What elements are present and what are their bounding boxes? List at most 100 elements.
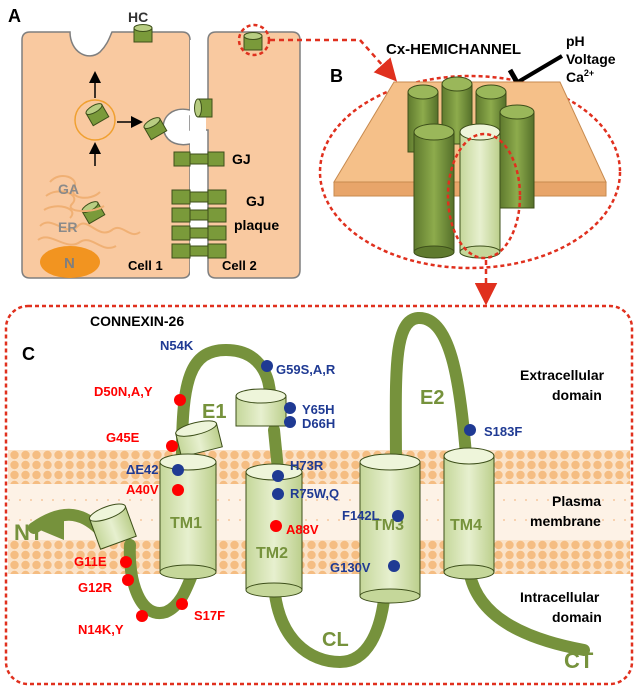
svg-text:R75W,Q: R75W,Q <box>290 486 339 501</box>
vesicle <box>74 99 116 141</box>
endoplasmic-reticulum <box>37 221 141 249</box>
panel-c-letter: C <box>22 344 35 364</box>
mutation-s17f: S17F <box>176 598 225 623</box>
connexon-vesicle <box>85 103 110 127</box>
mutation-a40v: A40V <box>126 482 184 497</box>
panel-a: A <box>8 6 397 280</box>
extracellular-label-1: Extracellular <box>520 367 605 383</box>
panel-c-dashed-frame <box>4 304 634 686</box>
e1-helix <box>235 388 287 427</box>
connexon-cell2-side <box>194 98 213 118</box>
golgi-apparatus <box>43 174 105 219</box>
tm4-label: TM4 <box>450 517 482 534</box>
connexon-cell2-top <box>243 32 263 51</box>
mutation-markers: N54K G59S,A,R D50N,A,Y Y65H D66H G45E ΔE… <box>74 338 522 637</box>
connexin-subunit-front-highlighted <box>459 123 501 259</box>
connexin-subunit-front-right <box>499 104 535 209</box>
er-label: ER <box>58 219 77 235</box>
svg-text:Y65H: Y65H <box>302 402 335 417</box>
ct-label: CT <box>564 648 594 673</box>
svg-text:G11E: G11E <box>74 554 107 569</box>
tm1-cylinder <box>159 453 217 580</box>
mutation-g12r: G12R <box>78 574 134 595</box>
mutation-y65h: Y65H <box>284 402 335 417</box>
hemichannel-highlight <box>237 23 271 57</box>
inhibition-line <box>516 54 564 84</box>
subunit-highlight <box>446 132 522 260</box>
nucleus <box>40 246 100 278</box>
mutation-g59s: G59S,A,R <box>261 360 336 377</box>
nucleus-label: N <box>64 255 75 272</box>
svg-text:S17F: S17F <box>194 608 225 623</box>
svg-text:G130V: G130V <box>330 560 371 575</box>
nt-helix <box>88 503 137 550</box>
connexin-subunit-front-left <box>413 123 455 259</box>
panel-c: C CONNEXIN-26 <box>4 304 634 686</box>
bilayer-top-leaflet <box>8 450 630 484</box>
gj-plaque-label-1: GJ <box>246 193 265 209</box>
plasma-label-2: membrane <box>530 513 601 529</box>
connexin-title: CONNEXIN-26 <box>90 313 184 329</box>
cell-1 <box>21 31 191 279</box>
mutation-a88v: A88V <box>270 520 319 537</box>
tm2-label: TM2 <box>256 545 288 562</box>
gap-junction-single <box>173 151 225 167</box>
svg-text:F142L: F142L <box>342 508 380 523</box>
svg-text:D50N,A,Y: D50N,A,Y <box>94 384 153 399</box>
connexon-membrane-insert <box>143 117 168 141</box>
nt-label: NT <box>14 520 44 545</box>
mutation-g45e: G45E <box>106 430 178 452</box>
ga-label: GA <box>58 181 79 197</box>
mutation-d50n: D50N,A,Y <box>94 384 186 406</box>
svg-text:A88V: A88V <box>286 522 319 537</box>
gj-plaque-label-2: plaque <box>234 217 279 233</box>
svg-text:G45E: G45E <box>106 430 140 445</box>
gap-junction-plaque <box>171 189 227 259</box>
panel-b-letter: B <box>330 66 343 86</box>
mutation-g130v: G130V <box>330 560 400 575</box>
svg-text:G12R: G12R <box>78 580 113 595</box>
mutation-n14k: N14K,Y <box>78 610 148 637</box>
plasma-label-1: Plasma <box>552 493 601 509</box>
mutation-g11e: G11E <box>74 554 132 569</box>
mutation-n54k: N54K <box>160 338 194 353</box>
panel-a-letter: A <box>8 6 21 26</box>
cl-label: CL <box>322 629 349 651</box>
modulator-voltage: Voltage <box>566 51 616 67</box>
mutation-s183f: S183F <box>464 424 522 439</box>
svg-text:S183F: S183F <box>484 424 522 439</box>
svg-text:N54K: N54K <box>160 338 194 353</box>
modulator-ph: pH <box>566 33 585 49</box>
extracellular-label-2: domain <box>552 387 602 403</box>
mutation-r75w: R75W,Q <box>272 486 339 501</box>
protein-backbone <box>28 312 590 669</box>
mutation-d66h: D66H <box>284 416 335 431</box>
panel-b-dashed-frame <box>318 74 622 270</box>
e2-label: E2 <box>420 387 444 409</box>
intracellular-label-2: domain <box>552 609 602 625</box>
svg-text:G59S,A,R: G59S,A,R <box>276 362 336 377</box>
mutation-deltae42: ΔE42 <box>126 462 184 477</box>
tm3-cylinder <box>359 453 421 604</box>
e1-label: E1 <box>202 401 226 423</box>
hc-label: HC <box>128 9 148 25</box>
panel-b: B Cx-HEMICHANNEL pH Voltage Ca2+ <box>318 33 622 306</box>
mutation-h73r: H73R <box>272 458 324 482</box>
svg-text:N14K,Y: N14K,Y <box>78 622 124 637</box>
tm1-label: TM1 <box>170 515 202 532</box>
tm1-extension <box>175 420 223 458</box>
cell-2-label: Cell 2 <box>222 258 257 273</box>
svg-text:H73R: H73R <box>290 458 324 473</box>
gj-label: GJ <box>232 151 251 167</box>
hemichannel-title: Cx-HEMICHANNEL <box>386 41 521 58</box>
mutation-f142l: F142L <box>342 508 404 523</box>
connector-a-to-b <box>270 38 397 82</box>
nt-arrow <box>40 514 64 540</box>
modulator-ca: Ca2+ <box>566 68 594 85</box>
tm4-cylinder <box>443 447 495 580</box>
svg-text:D66H: D66H <box>302 416 335 431</box>
svg-text:A40V: A40V <box>126 482 159 497</box>
cell-1-label: Cell 1 <box>128 258 163 273</box>
intracellular-label-1: Intracellular <box>520 589 600 605</box>
